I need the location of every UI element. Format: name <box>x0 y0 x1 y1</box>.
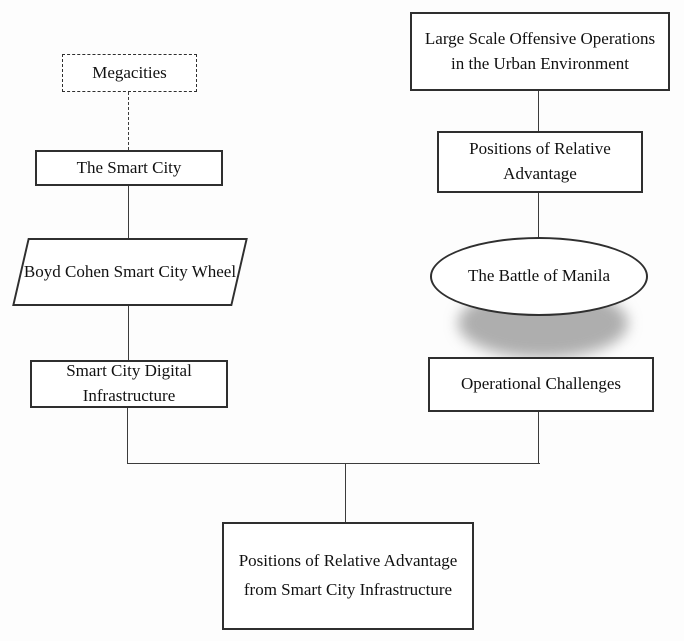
connector-infrastructure-merge <box>127 408 128 464</box>
connector-megacities-smart-city <box>128 92 129 150</box>
node-boyd-cohen-wheel-label: Boyd Cohen Smart City Wheel <box>23 261 237 281</box>
connector-operational-merge <box>538 412 539 464</box>
node-large-scale-ops-label: Large Scale Offensive Operations in the … <box>424 28 656 73</box>
connector-merge-horizontal <box>127 463 540 464</box>
node-positions-from-infrastructure-label: Positions of Relative Advantage from Sma… <box>238 551 458 599</box>
connector-large-scale-positions <box>538 91 539 131</box>
connector-merge-bottom-box <box>345 463 346 522</box>
node-smart-city-label: The Smart City <box>76 157 182 177</box>
node-battle-of-manila: The Battle of Manila <box>430 237 648 316</box>
node-large-scale-ops: Large Scale Offensive Operations in the … <box>410 12 670 91</box>
node-positions-advantage: Positions of Relative Advantage <box>437 131 643 193</box>
node-battle-of-manila-label: The Battle of Manila <box>467 266 611 286</box>
node-boyd-cohen-wheel: Boyd Cohen Smart City Wheel <box>12 238 248 306</box>
node-smart-city-infrastructure: Smart City Digital Infrastructure <box>30 360 228 408</box>
node-megacities: Megacities <box>62 54 197 92</box>
node-operational-challenges-label: Operational Challenges <box>460 374 622 394</box>
node-megacities-label: Megacities <box>92 62 167 82</box>
node-smart-city-infrastructure-label: Smart City Digital Infrastructure <box>66 361 192 405</box>
node-smart-city: The Smart City <box>35 150 223 186</box>
node-positions-from-infrastructure: Positions of Relative Advantage from Sma… <box>222 522 474 630</box>
connector-positions-battle-manila <box>538 193 539 237</box>
connector-smart-city-boyd-wheel <box>128 186 129 238</box>
connector-boyd-wheel-infrastructure <box>128 306 129 360</box>
node-operational-challenges: Operational Challenges <box>428 357 654 412</box>
node-positions-advantage-label: Positions of Relative Advantage <box>469 139 611 183</box>
